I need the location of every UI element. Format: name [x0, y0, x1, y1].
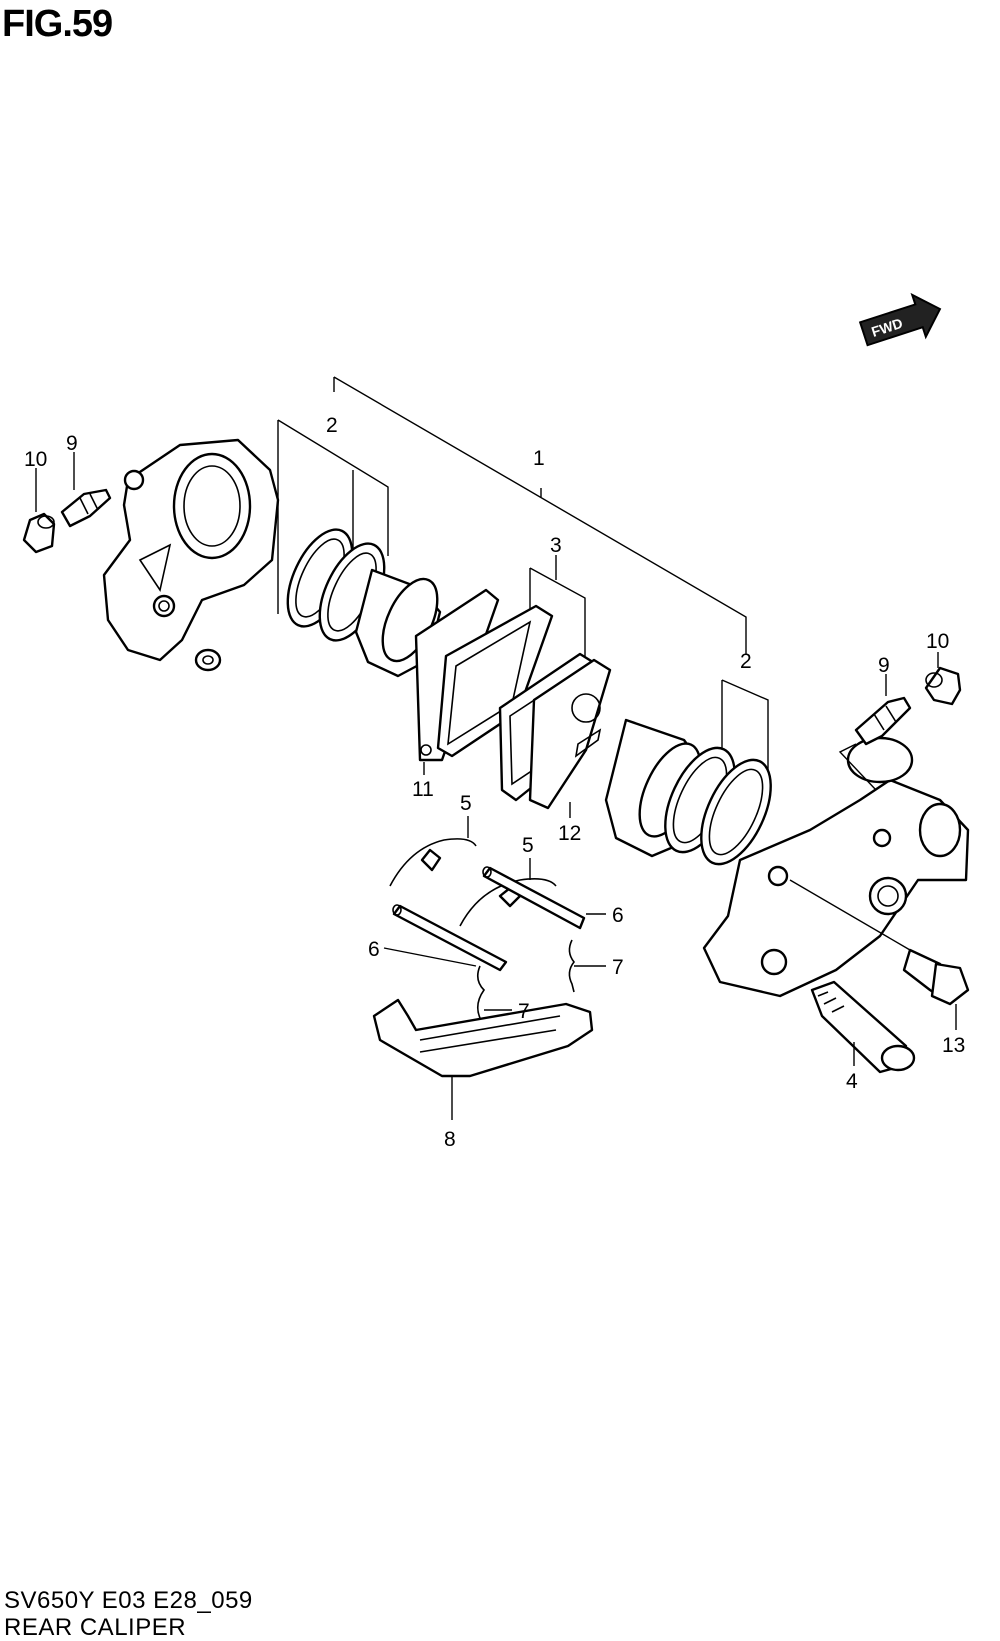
callout-2-left: 2	[326, 414, 338, 437]
part-6-left-leader	[383, 947, 477, 967]
callout-7-right: 7	[612, 956, 624, 979]
part-10-left-cap	[22, 512, 56, 554]
callout-2-right: 2	[740, 650, 752, 673]
part-9-right-leader	[838, 674, 887, 791]
assembly-bracket-line	[333, 376, 747, 655]
callout-1: 1	[533, 447, 545, 470]
part-7-left-r-clip	[476, 965, 486, 1029]
fwd-arrow-icon	[858, 292, 942, 347]
part-12-shim	[528, 658, 612, 810]
callout-10-left: 10	[24, 448, 47, 471]
callout-9-left: 9	[66, 432, 78, 455]
left-caliper-body	[102, 438, 280, 662]
fwd-direction-marker: FWD	[858, 292, 942, 347]
part-7-right-r-clip	[568, 939, 576, 993]
part-13-bolt	[902, 948, 970, 1006]
callout-3: 3	[550, 534, 562, 557]
callout-13: 13	[942, 1034, 965, 1057]
diagram-code: SV650Y E03 E28_059	[4, 1587, 253, 1614]
callout-9-right: 9	[878, 654, 890, 677]
callout-4: 4	[846, 1070, 858, 1093]
callout-5-right: 5	[522, 834, 534, 857]
right-caliper-body	[702, 736, 970, 998]
diagram-name: REAR CALIPER	[4, 1614, 187, 1641]
part-4-slide-pin	[810, 980, 916, 1074]
part-washer	[194, 648, 222, 672]
callout-8: 8	[444, 1128, 456, 1151]
part-8-pad-spring	[372, 998, 594, 1078]
callout-12: 12	[558, 822, 581, 845]
part-6-right-pad-pin	[482, 866, 586, 930]
callout-7-left: 7	[518, 1000, 530, 1023]
part-6-left-pad-pin	[392, 904, 508, 972]
part-9-right-bleeder-valve	[854, 696, 912, 746]
part-2-left-bracket	[277, 419, 389, 614]
callout-10-right: 10	[926, 630, 949, 653]
part-13-axis-line	[789, 879, 911, 951]
part-5-left-spring-clip	[389, 838, 477, 887]
part-9-left-bleeder-valve	[60, 488, 112, 528]
callout-5-left: 5	[460, 792, 472, 815]
figure-title: FIG.59	[2, 3, 113, 45]
callout-6-right: 6	[612, 904, 624, 927]
part-10-right-cap	[924, 666, 962, 706]
callout-6-left: 6	[368, 938, 380, 961]
part-2-right-seals	[664, 746, 772, 866]
callout-11: 11	[412, 778, 434, 801]
